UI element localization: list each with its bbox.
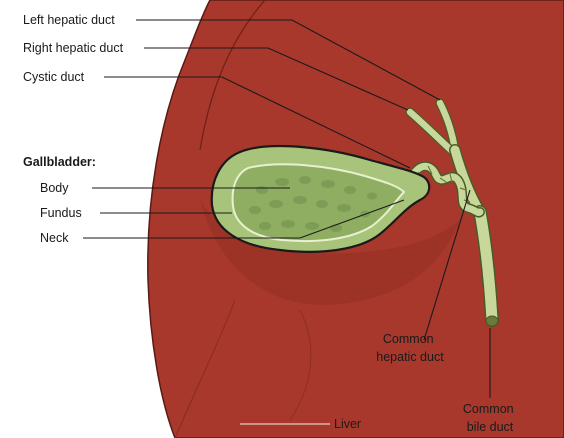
label-fundus: Fundus	[40, 206, 82, 220]
label-gallbladder-heading: Gallbladder:	[23, 155, 96, 169]
label-cystic-duct: Cystic duct	[23, 70, 85, 84]
label-neck: Neck	[40, 231, 69, 245]
label-liver: Liver	[334, 417, 361, 431]
bile-duct-opening	[486, 316, 498, 326]
label-right-hepatic-duct: Right hepatic duct	[23, 41, 124, 55]
label-left-hepatic-duct: Left hepatic duct	[23, 13, 115, 27]
label-body: Body	[40, 181, 69, 195]
